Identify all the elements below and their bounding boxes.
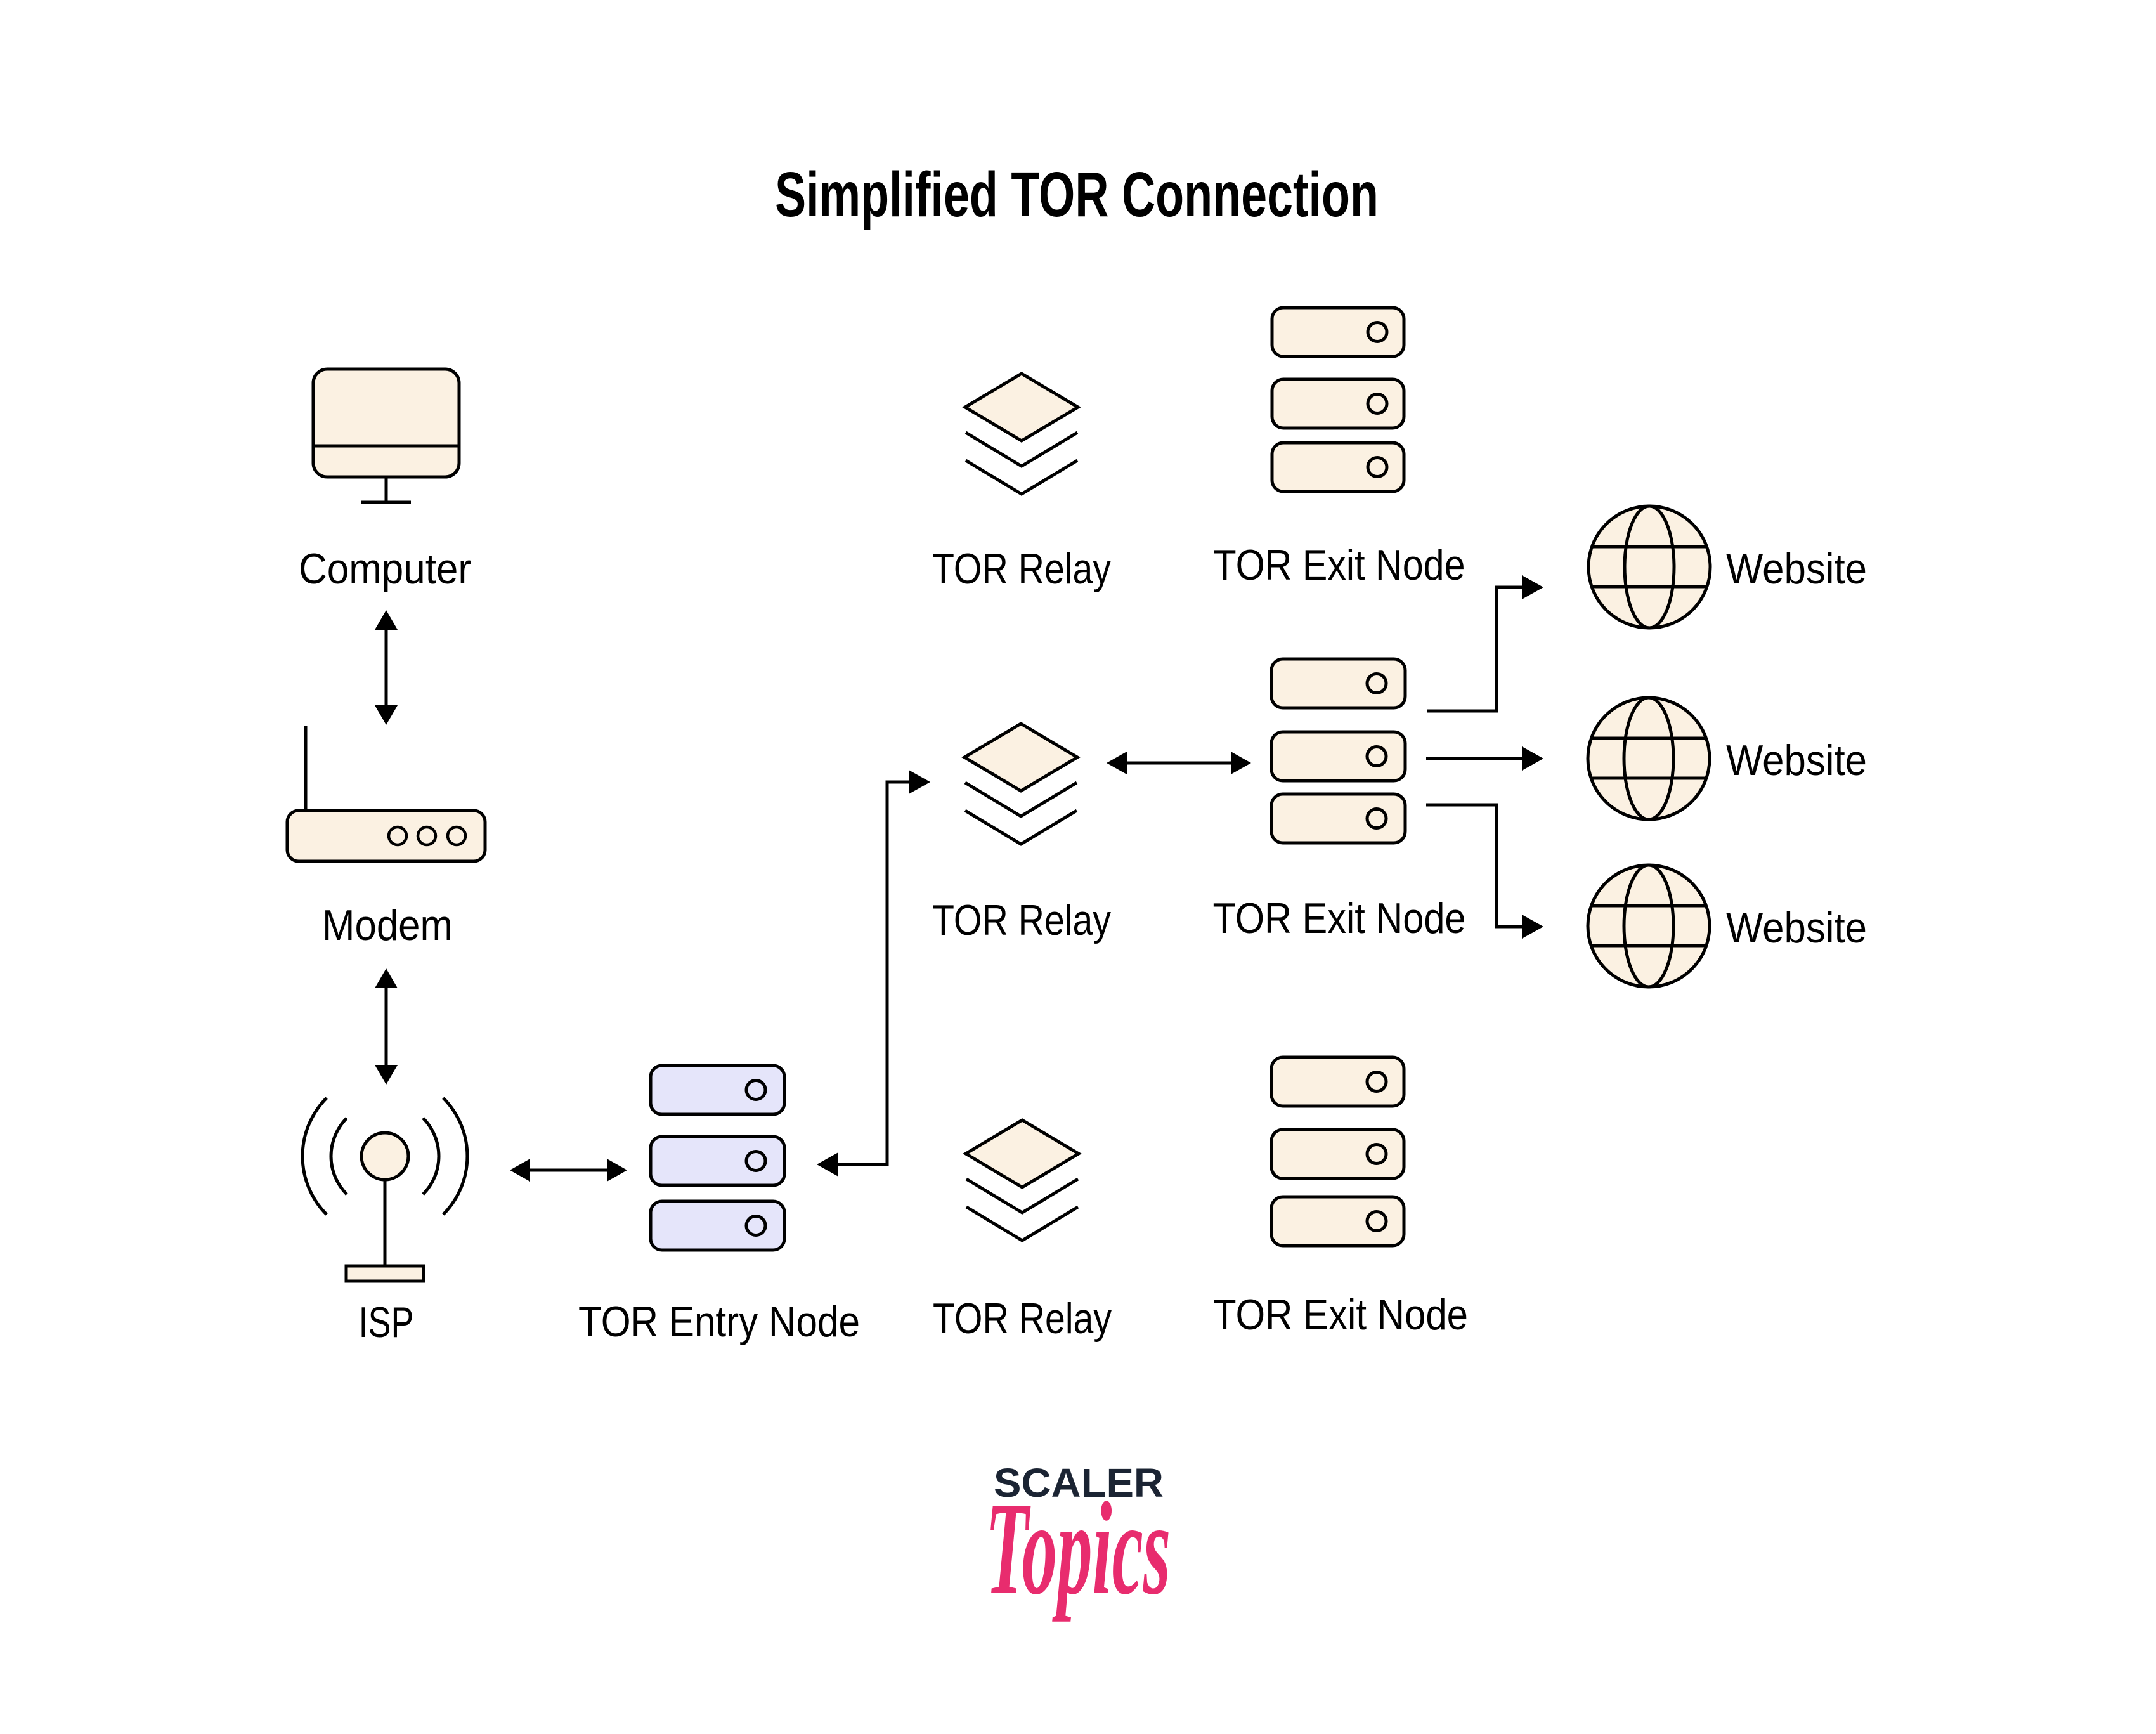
svg-text:ISP: ISP [359,1298,414,1346]
svg-text:TOR Relay: TOR Relay [932,896,1111,944]
svg-text:Website: Website [1726,904,1867,952]
svg-text:TOR Entry Node: TOR Entry Node [578,1298,860,1346]
svg-text:Modem: Modem [322,901,453,949]
svg-text:TOR Exit Node: TOR Exit Node [1213,1291,1468,1339]
svg-text:TOR Relay: TOR Relay [933,1294,1112,1343]
svg-text:TOR Exit Node: TOR Exit Node [1214,541,1465,589]
svg-text:SCALER: SCALER [994,1460,1164,1506]
svg-text:Website: Website [1726,736,1867,785]
svg-text:Website: Website [1726,545,1867,593]
svg-text:Topics: Topics [985,1475,1171,1622]
svg-text:Simplified TOR Connection: Simplified TOR Connection [775,159,1379,230]
svg-text:TOR Exit Node: TOR Exit Node [1213,894,1466,942]
svg-text:Computer: Computer [299,545,471,593]
svg-text:TOR Relay: TOR Relay [932,545,1111,593]
